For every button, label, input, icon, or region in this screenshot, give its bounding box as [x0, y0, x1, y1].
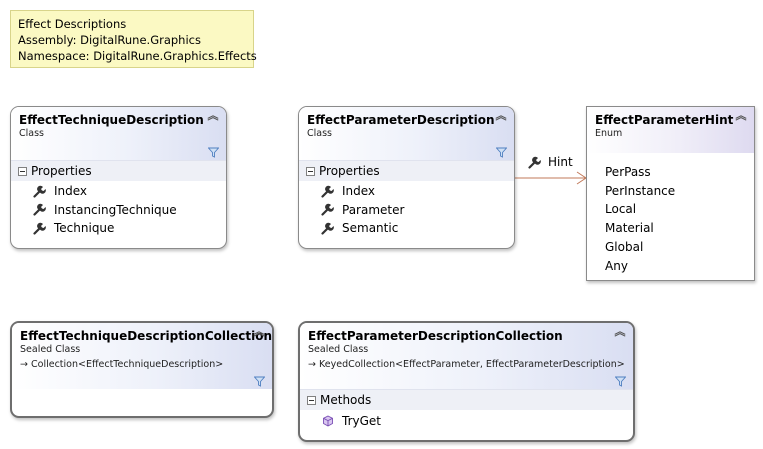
properties-compartment-header[interactable]: Properties: [11, 160, 226, 181]
association-name: Hint: [548, 155, 573, 169]
enum-header[interactable]: EffectParameterHint Enum ︽: [587, 107, 754, 153]
class-effect-parameter-description[interactable]: EffectParameterDescription Class ︽ Prope…: [298, 106, 515, 249]
enum-value[interactable]: Material: [605, 221, 654, 236]
inherit-arrow-icon: →: [308, 359, 316, 370]
wrench-icon: [528, 156, 541, 169]
double-chevron-up-icon[interactable]: ︽: [614, 325, 626, 338]
inherit-arrow-icon: →: [20, 359, 28, 370]
property-technique[interactable]: Technique: [11, 219, 226, 238]
enum-value[interactable]: Any: [605, 258, 628, 273]
class-header[interactable]: EffectTechniqueDescriptionCollection Sea…: [12, 323, 272, 389]
property-parameter[interactable]: Parameter: [299, 201, 514, 220]
class-stereotype: Class: [307, 128, 332, 139]
wrench-icon: [33, 222, 46, 235]
note-line-title: Effect Descriptions: [18, 17, 127, 31]
class-name: EffectTechniqueDescription: [19, 113, 204, 127]
double-chevron-up-icon[interactable]: ︽: [495, 109, 507, 122]
hint-association-label[interactable]: Hint: [528, 155, 573, 169]
enum-value[interactable]: Global: [605, 239, 644, 254]
diagram-note[interactable]: Effect Descriptions Assembly: DigitalRun…: [10, 10, 257, 68]
class-effect-parameter-description-collection[interactable]: EffectParameterDescriptionCollection Sea…: [298, 321, 635, 442]
member-name: InstancingTechnique: [54, 202, 177, 217]
collapse-minus-icon[interactable]: [306, 166, 315, 176]
class-effect-technique-description-collection[interactable]: EffectTechniqueDescriptionCollection Sea…: [10, 321, 274, 418]
enum-value[interactable]: Local: [605, 202, 637, 217]
wrench-icon: [321, 222, 334, 235]
enum-stereotype: Enum: [595, 128, 623, 139]
member-name: Technique: [54, 221, 115, 235]
filter-funnel-icon[interactable]: [254, 376, 265, 387]
double-chevron-up-icon[interactable]: ︽: [207, 109, 219, 122]
filter-funnel-icon[interactable]: [496, 147, 507, 158]
member-name: TryGet: [342, 414, 381, 428]
note-line-namespace: Namespace: DigitalRune.Graphics.Effects: [18, 49, 257, 63]
wrench-icon: [33, 185, 46, 198]
wrench-icon: [321, 203, 334, 216]
method-cube-icon: [323, 415, 333, 427]
base-class: → KeyedCollection<EffectParameter, Effec…: [308, 358, 625, 372]
class-stereotype: Sealed Class: [20, 344, 81, 355]
class-header[interactable]: EffectTechniqueDescription Class ︽: [11, 107, 226, 160]
double-chevron-up-icon[interactable]: ︽: [735, 109, 747, 122]
member-name: Index: [54, 184, 88, 198]
enum-value[interactable]: PerPass: [605, 165, 651, 179]
compartment-title: Properties: [319, 163, 380, 178]
filter-funnel-icon[interactable]: [208, 147, 219, 158]
collapse-minus-icon[interactable]: [18, 166, 27, 176]
compartment-title: Methods: [320, 392, 372, 407]
class-effect-technique-description[interactable]: EffectTechniqueDescription Class ︽ Prope…: [10, 106, 227, 249]
member-name: Index: [342, 184, 376, 198]
property-index[interactable]: Index: [299, 182, 514, 201]
methods-compartment-header[interactable]: Methods: [300, 389, 633, 410]
class-stereotype: Class: [19, 128, 44, 139]
class-stereotype: Sealed Class: [308, 344, 369, 355]
class-name: EffectParameterDescription: [307, 113, 495, 127]
class-name: EffectTechniqueDescriptionCollection: [20, 329, 272, 343]
enum-effect-parameter-hint[interactable]: EffectParameterHint Enum ︽ PerPass PerIn…: [586, 106, 755, 281]
base-class-name: Collection<EffectTechniqueDescription>: [31, 359, 224, 370]
property-instancing-technique[interactable]: InstancingTechnique: [11, 201, 226, 220]
class-header[interactable]: EffectParameterDescription Class ︽: [299, 107, 514, 160]
double-chevron-up-icon[interactable]: ︽: [253, 325, 265, 338]
wrench-icon: [321, 185, 334, 198]
compartment-title: Properties: [31, 163, 92, 178]
filter-funnel-icon[interactable]: [615, 376, 626, 387]
property-index[interactable]: Index: [11, 182, 226, 201]
note-line-assembly: Assembly: DigitalRune.Graphics: [18, 33, 201, 47]
base-class-name: KeyedCollection<EffectParameter, EffectP…: [319, 359, 625, 370]
base-class: → Collection<EffectTechniqueDescription>: [20, 358, 264, 372]
enum-value[interactable]: PerInstance: [605, 183, 676, 198]
property-semantic[interactable]: Semantic: [299, 219, 514, 238]
method-try-get[interactable]: TryGet: [300, 412, 633, 431]
member-name: Semantic: [342, 221, 399, 235]
collapse-minus-icon[interactable]: [307, 395, 316, 405]
class-name: EffectParameterDescriptionCollection: [308, 329, 563, 343]
class-header[interactable]: EffectParameterDescriptionCollection Sea…: [300, 323, 633, 389]
properties-compartment-header[interactable]: Properties: [299, 160, 514, 181]
enum-values: PerPass PerInstance Local Material Globa…: [587, 153, 754, 275]
enum-name: EffectParameterHint: [595, 113, 734, 127]
member-name: Parameter: [342, 202, 405, 217]
wrench-icon: [33, 203, 46, 216]
